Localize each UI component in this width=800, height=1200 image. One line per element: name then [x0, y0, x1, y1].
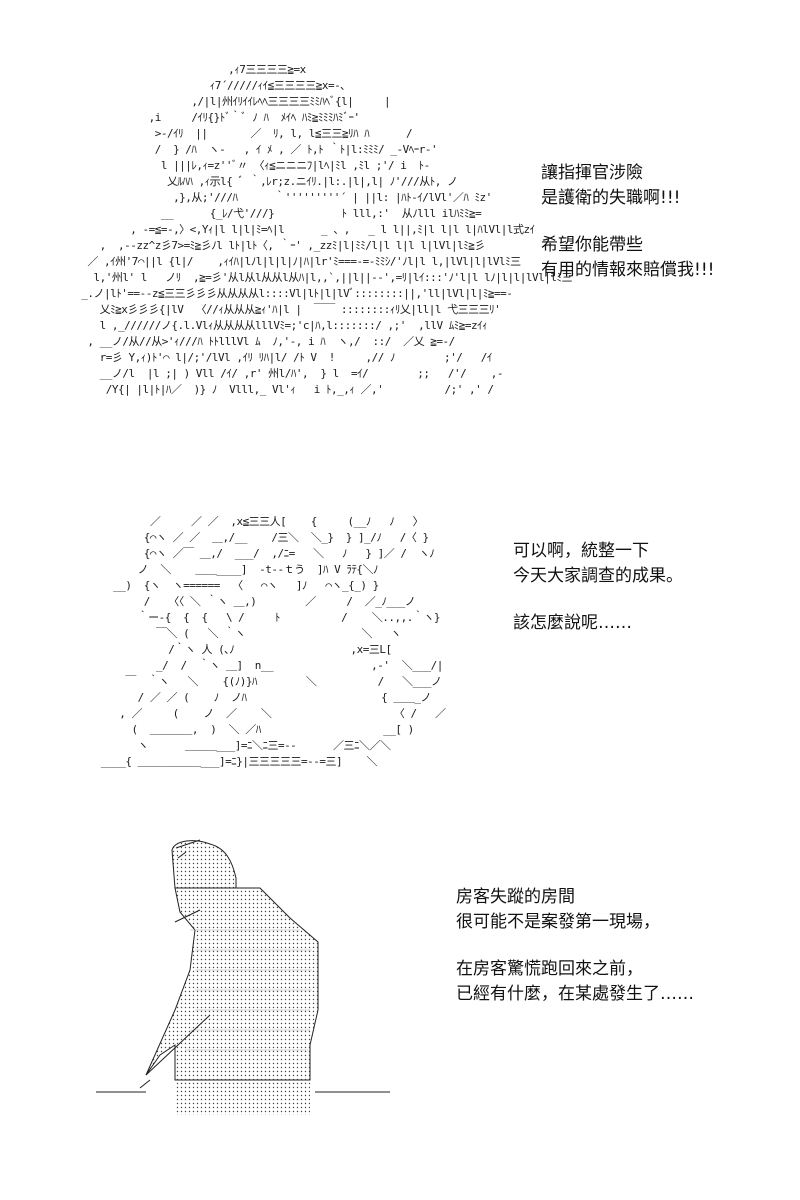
dialog-line: 有用的情報來賠償我!!!: [541, 260, 715, 280]
dialog-box-2: 可以啊，統整一下 今天大家調查的成果。 該怎麼說呢……: [513, 539, 683, 636]
panel-1: ,ｨ7三三三三≧=x ｨ7´/////ｨｲ≦三三三三≧x=-､ ,/|l|州ｲﾘ…: [0, 0, 800, 440]
panel-2: ／ ／ ／ ,x≦三三人[ { (__ﾉ ﾉ 〉 {⌒ヽ ／ ／ ＿,/__ /…: [0, 500, 800, 768]
dialog-line: 在房客驚慌跑回來之前，: [456, 959, 643, 979]
dialog-box-1: 讓指揮官涉險 是護衛的失職啊!!! 希望你能帶些 有用的情報來賠償我!!!: [541, 161, 714, 283]
dialog-line: 讓指揮官涉險: [541, 163, 643, 183]
dialog-line: 該怎麼說呢……: [513, 613, 632, 633]
ascii-art-figure-1: ,ｨ7三三三三≧=x ｨ7´/////ｨｲ≦三三三三≧x=-､ ,/|l|州ｲﾘ…: [81, 63, 572, 396]
dialog-line: 今天大家調查的成果。: [513, 566, 683, 586]
ghost-figure-illustration: [96, 839, 390, 1115]
ascii-art-figure-2: ／ ／ ／ ,x≦三三人[ { (__ﾉ ﾉ 〉 {⌒ヽ ／ ／ ＿,/__ /…: [100, 515, 446, 768]
dialog-line: 很可能不是案發第一現場，: [456, 912, 660, 932]
dialog-line: 可以啊，統整一下: [513, 541, 649, 561]
dialog-line: 已經有什麼，在某處發生了……: [456, 984, 694, 1004]
dialog-line: 是護衛的失職啊!!!: [541, 188, 681, 208]
dialog-line: 希望你能帶些: [541, 235, 643, 255]
panel-3: 房客失蹤的房間 很可能不是案發第一現場， 在房客驚慌跑回來之前， 已經有什麼，在…: [0, 830, 800, 1130]
dialog-box-3: 房客失蹤的房間 很可能不是案發第一現場， 在房客驚慌跑回來之前， 已經有什麼，在…: [456, 885, 694, 1007]
dialog-line: 房客失蹤的房間: [456, 887, 575, 907]
